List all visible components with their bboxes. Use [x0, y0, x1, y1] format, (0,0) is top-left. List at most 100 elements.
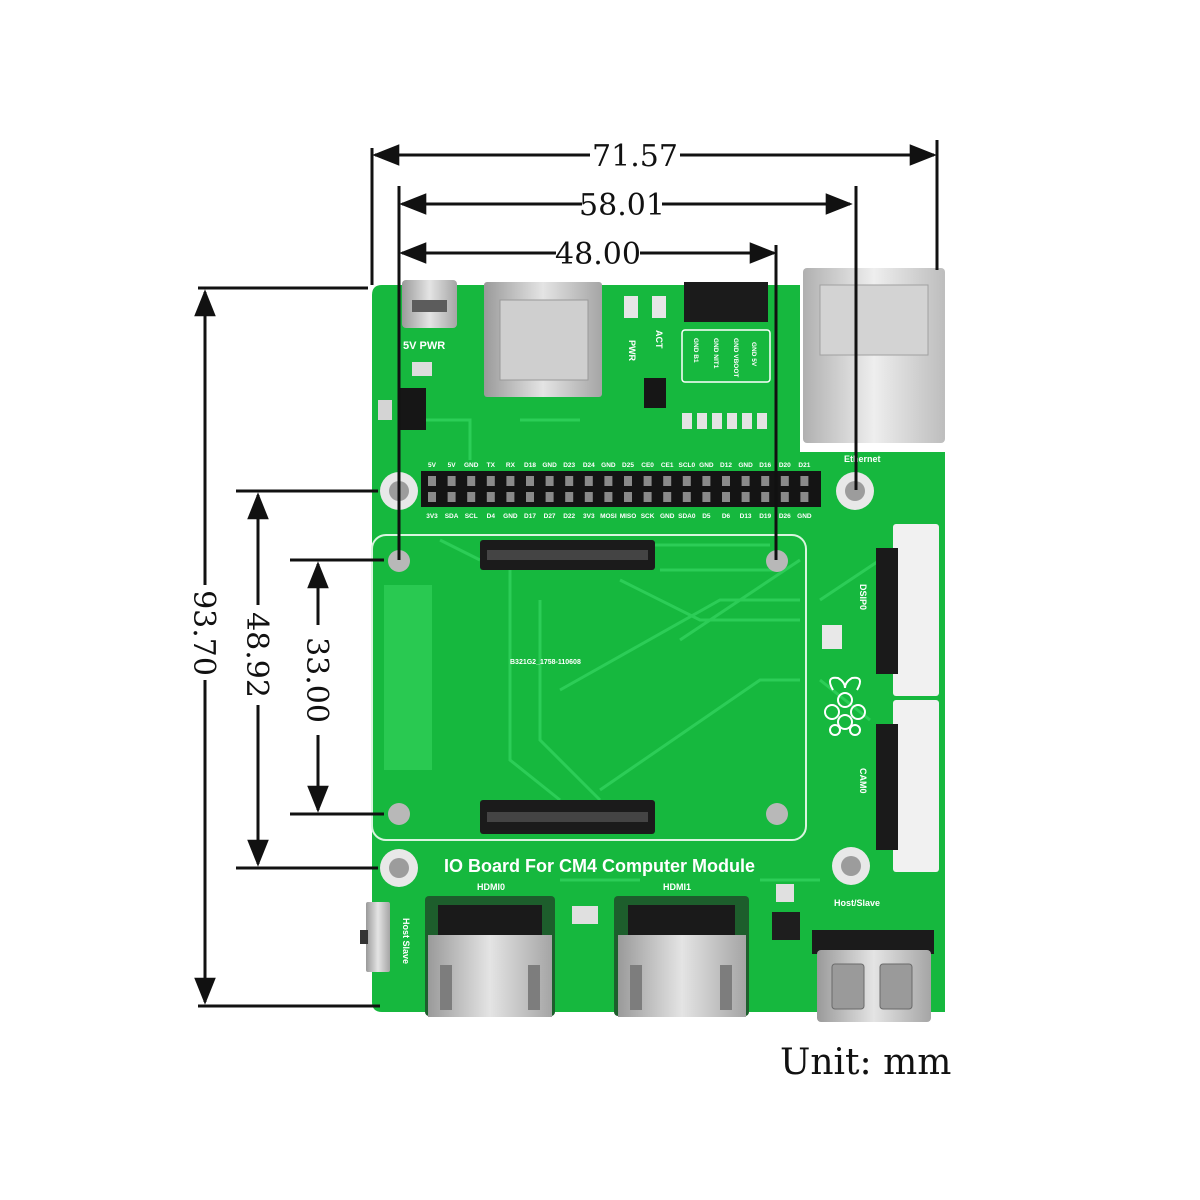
width-48-label: 48.00 — [555, 237, 641, 272]
gpio-top-label: GND — [738, 462, 753, 469]
smd-pads — [682, 413, 767, 429]
gpio-bottom-label: GND — [660, 513, 675, 520]
dsi-label: DSIP0 — [858, 584, 868, 610]
gpio-bottom-label: 3V3 — [583, 513, 595, 520]
jumper-label-4: GND B1 — [692, 338, 699, 363]
gpio-pin — [722, 492, 730, 502]
ethernet-label: Ethernet — [844, 454, 881, 464]
power-ic — [398, 388, 426, 430]
width-58-label: 58.01 — [579, 188, 665, 223]
gpio-pin — [663, 476, 672, 486]
hdmi0-label: HDMI0 — [477, 882, 505, 892]
board-title: IO Board For CM4 Computer Module — [444, 856, 755, 876]
gpio-bottom-label: D19 — [759, 513, 771, 520]
gpio-top-label: GND — [464, 462, 479, 469]
raspberry-pi-logo — [824, 676, 866, 736]
gpio-pins — [428, 476, 809, 502]
gpio-bottom-label: D6 — [722, 513, 731, 520]
gpio-pin — [467, 476, 476, 486]
gpio-pin — [447, 492, 456, 502]
host-slave-switch — [360, 902, 390, 972]
gpio-pin — [702, 492, 711, 502]
pcb-code: B321G2_1758-110608 — [510, 659, 581, 666]
gpio-bottom-label: SDA — [445, 513, 459, 520]
gpio-bottom-label: SDA0 — [678, 513, 696, 520]
gpio-pin — [604, 476, 613, 486]
gpio-top-label: 5V — [448, 462, 457, 469]
hdmi1-label: HDMI1 — [663, 882, 691, 892]
gpio-bottom-label: D22 — [563, 513, 575, 520]
power-label: 5V PWR — [403, 340, 445, 352]
pcb-board: 5V PWR PWR ACT GND 5V GND VBOOT GND NIT1… — [360, 268, 945, 1022]
ethernet-port — [803, 268, 945, 443]
gpio-pin — [643, 476, 652, 486]
gpio-pin — [428, 476, 436, 486]
gpio-top-label: TX — [487, 462, 496, 469]
unit-label: Unit: mm — [780, 1042, 951, 1083]
gpio-bottom-label: D4 — [487, 513, 496, 520]
gpio-bottom-label: SCK — [641, 513, 655, 520]
jumper-label-2: GND VBOOT — [732, 338, 739, 377]
gpio-pin — [447, 476, 456, 486]
gpio-pin — [682, 492, 691, 502]
cm4-module-outline — [371, 534, 807, 841]
act-led — [652, 296, 666, 318]
antenna-keepout — [384, 585, 432, 770]
cam-label: CAM0 — [858, 768, 868, 794]
gpio-pin — [761, 476, 770, 486]
gpio-bottom-label: GND — [797, 513, 812, 520]
gpio-pin — [467, 492, 476, 502]
gpio-pin — [526, 476, 534, 486]
usb-power-connector — [402, 280, 457, 328]
gpio-pin — [428, 492, 436, 502]
jumper-label-panel: GND 5V GND VBOOT GND NIT1 GND B1 — [681, 329, 771, 383]
gpio-top-label: D21 — [798, 462, 810, 469]
gpio-top-label: D16 — [759, 462, 771, 469]
jumper-label-3: GND NIT1 — [712, 338, 719, 369]
gpio-top-label: CE1 — [661, 462, 674, 469]
usb-host-port — [812, 930, 934, 1022]
gpio-bottom-label: MISO — [620, 513, 637, 520]
gpio-top-label: D25 — [622, 462, 634, 469]
gpio-top-label: RX — [506, 462, 516, 469]
boot-jumper-header — [684, 282, 768, 322]
gpio-bottom-label: D13 — [740, 513, 752, 520]
mounting-hole — [836, 472, 874, 510]
cm4-connector-top — [480, 540, 655, 570]
jumper-label-1: GND 5V — [750, 342, 757, 367]
usb-hub-chip — [772, 912, 800, 940]
gpio-pin — [604, 492, 613, 502]
gpio-top-label: D24 — [583, 462, 595, 469]
gpio-bottom-label: D26 — [779, 513, 791, 520]
height-48-label: 48.92 — [239, 612, 274, 698]
pcb-traces — [410, 418, 881, 882]
gpio-header — [421, 471, 821, 507]
dimension-lines — [194, 140, 939, 1008]
pwr-led-label: PWR — [627, 340, 637, 361]
cm4-connector-bottom — [480, 800, 655, 834]
gpio-bottom-label: MOSI — [600, 513, 617, 520]
hdmi-esd-chip — [572, 906, 598, 924]
power-button — [378, 400, 392, 420]
pwr-led — [624, 296, 638, 318]
host-slave-label: Host/Slave — [834, 898, 880, 908]
cam-connector — [876, 700, 939, 872]
gpio-pin — [800, 492, 809, 502]
gpio-pin — [702, 476, 711, 486]
gpio-pin — [624, 476, 632, 486]
gpio-pin — [741, 492, 750, 502]
gpio-top-label: 5V — [428, 462, 437, 469]
gpio-pin — [663, 492, 672, 502]
gpio-pin — [506, 492, 515, 502]
gpio-top-label: GND — [699, 462, 714, 469]
sd-card-slot — [484, 282, 602, 397]
hdmi0-port — [425, 896, 555, 1017]
gpio-pin — [506, 476, 515, 486]
usb-status-led — [776, 884, 794, 902]
module-standoff — [388, 803, 410, 825]
gpio-pin — [486, 492, 495, 502]
gpio-top-label: D18 — [524, 462, 536, 469]
gpio-pin — [780, 476, 789, 486]
gpio-pin — [584, 492, 593, 502]
